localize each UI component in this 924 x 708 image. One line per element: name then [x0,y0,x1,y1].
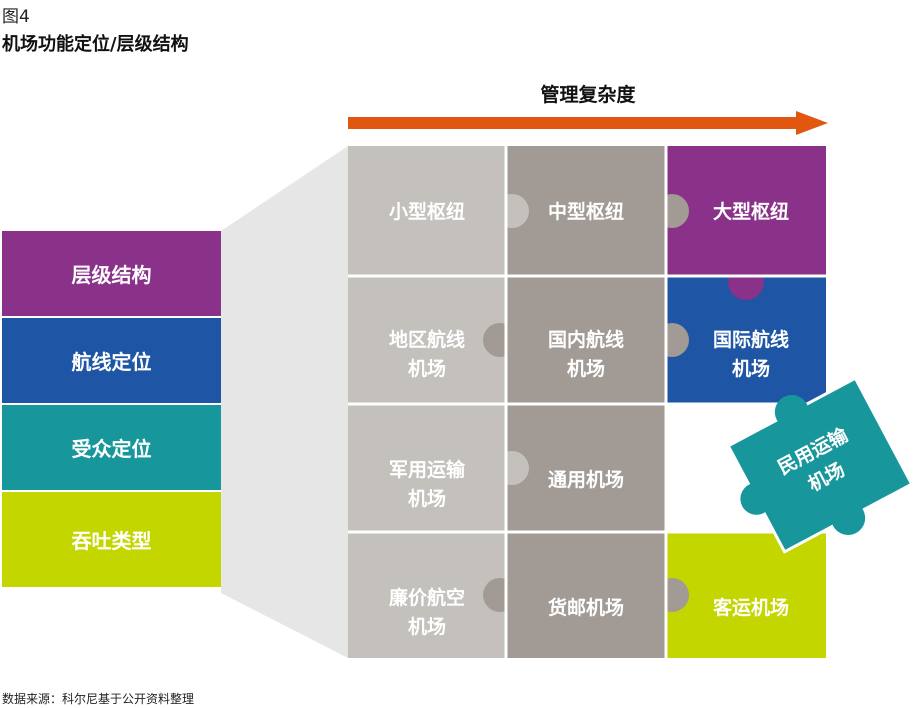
category-throughput: 吞吐类型 [2,492,221,587]
category-audience: 受众定位 [2,405,221,492]
label-general: 通用机场 [516,466,656,495]
label-domestic: 国内航线 机场 [516,326,656,384]
label-large-hub: 大型枢纽 [676,198,826,227]
source-note: 数据来源：科尔尼基于公开资料整理 [2,690,194,707]
category-column: 层级结构 航线定位 受众定位 吞吐类型 [2,231,221,587]
category-hierarchy: 层级结构 [2,231,221,318]
label-military-civil: 军用运输 机场 [358,456,496,514]
label-regional: 地区航线 机场 [358,326,496,384]
label-passenger: 客运机场 [676,594,826,623]
label-lowcost: 廉价航空 机场 [358,584,496,642]
label-international: 国际航线 机场 [676,326,826,384]
label-cargo: 货邮机场 [516,594,656,623]
label-medium-hub: 中型枢纽 [516,198,656,227]
connector-shape [221,146,348,658]
category-route: 航线定位 [2,318,221,405]
label-small-hub: 小型枢纽 [358,198,496,227]
